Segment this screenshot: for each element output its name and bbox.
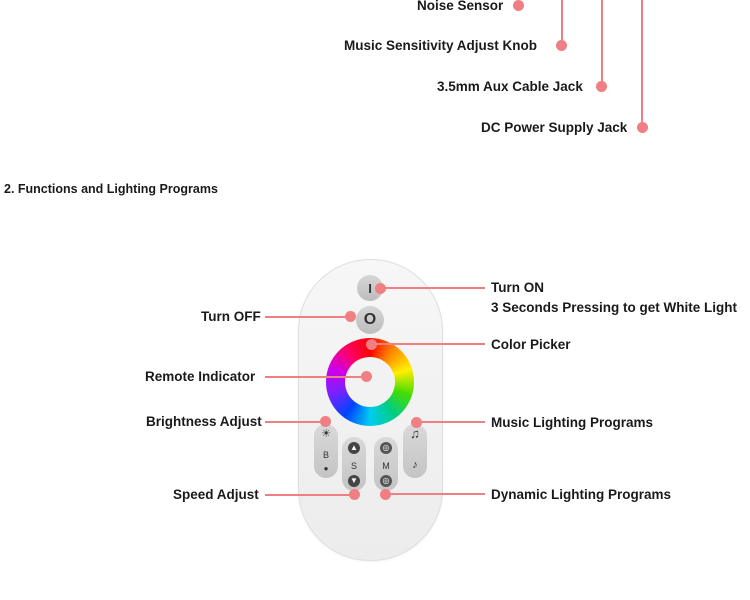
label-music-sensitivity-knob: Music Sensitivity Adjust Knob — [344, 38, 538, 53]
callout-dot-turn-on — [375, 283, 386, 294]
brightness-pill-button[interactable]: ☀ B ● — [314, 424, 338, 478]
callout-dot-music-knob — [556, 40, 567, 51]
label-speed-adjust: Speed Adjust — [173, 487, 259, 502]
callout-dot-noise-sensor — [513, 0, 524, 11]
mode-down-icon: ◎ — [380, 475, 392, 487]
callout-dot-remote-indicator — [361, 371, 372, 382]
label-dynamic-programs: Dynamic Lighting Programs — [491, 487, 672, 502]
callout-line-color-picker — [373, 343, 485, 345]
label-dc-jack: DC Power Supply Jack — [481, 120, 628, 135]
speed-up-icon: ▲ — [348, 442, 360, 454]
callout-dot-color-picker — [366, 339, 377, 350]
mode-up-icon: ◎ — [380, 442, 392, 454]
label-color-picker: Color Picker — [491, 337, 571, 352]
callout-dot-aux-jack — [596, 81, 607, 92]
callout-line-music-knob — [561, 0, 563, 42]
label-aux-jack: 3.5mm Aux Cable Jack — [437, 79, 583, 94]
remote-indicator-center — [345, 357, 395, 407]
speed-letter: S — [350, 461, 357, 471]
label-music-programs: Music Lighting Programs — [491, 415, 654, 430]
label-brightness-adjust: Brightness Adjust — [146, 414, 262, 429]
dim-icon: ● — [323, 464, 329, 473]
mode-pill-button[interactable]: ◎ M ◎ — [374, 437, 398, 491]
callout-dot-turn-off — [345, 311, 356, 322]
callout-dot-music-programs — [411, 417, 422, 428]
music-pill-button[interactable]: ♫ ♪ — [403, 424, 427, 478]
sun-icon: ☀ — [321, 428, 331, 440]
music-notes-icon: ♫ — [410, 426, 420, 441]
callout-line-brightness-adjust — [265, 421, 321, 423]
speed-down-icon: ▼ — [348, 475, 360, 487]
callout-line-remote-indicator — [265, 376, 361, 378]
music-note-small-icon: ♪ — [412, 459, 418, 471]
callout-line-speed-adjust — [265, 494, 350, 496]
brightness-letter: B — [322, 450, 329, 460]
power-off-button[interactable]: O — [356, 306, 384, 334]
callout-line-dc-jack — [641, 0, 643, 124]
label-noise-sensor: Noise Sensor — [417, 0, 504, 13]
label-remote-indicator: Remote Indicator — [145, 369, 256, 384]
label-turn-on-note: 3 Seconds Pressing to get White Light — [491, 300, 738, 315]
callout-line-music-programs — [418, 421, 485, 423]
callout-dot-brightness-adjust — [320, 416, 331, 427]
mode-letter: M — [382, 461, 390, 471]
label-turn-on: Turn ON — [491, 280, 544, 295]
callout-line-dynamic-programs — [387, 493, 485, 495]
callout-dot-dc-jack — [637, 122, 648, 133]
callout-dot-speed-adjust — [349, 489, 360, 500]
callout-line-aux-jack — [601, 0, 603, 83]
callout-line-turn-on — [382, 287, 485, 289]
label-turn-off: Turn OFF — [201, 309, 261, 324]
color-wheel[interactable] — [326, 338, 414, 426]
section-heading: 2. Functions and Lighting Programs — [4, 182, 218, 196]
power-off-glyph: O — [363, 311, 377, 328]
callout-dot-dynamic-programs — [380, 489, 391, 500]
speed-pill-button[interactable]: ▲ S ▼ — [342, 437, 366, 491]
callout-line-turn-off — [265, 316, 346, 318]
